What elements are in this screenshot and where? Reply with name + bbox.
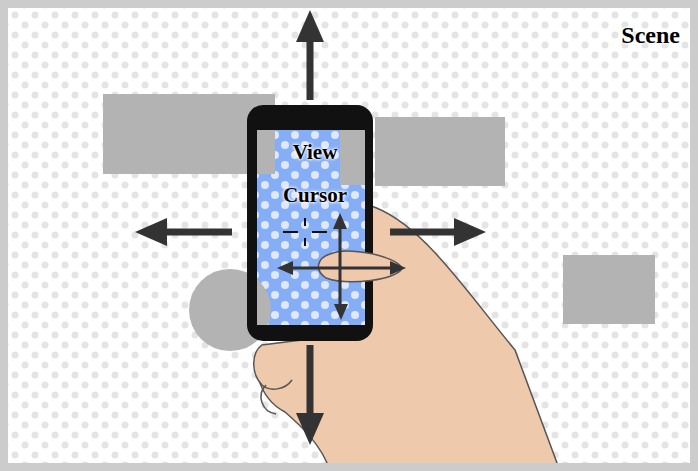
visible-object (340, 130, 365, 185)
phone-screen (257, 130, 365, 325)
finger (261, 385, 276, 414)
crosshair-line (312, 231, 327, 233)
move-arrows (135, 10, 486, 445)
crosshair-line (304, 238, 306, 246)
arrow-head (277, 261, 293, 275)
node-heading: Scene (8, 22, 680, 49)
arrow-shaft (166, 229, 232, 236)
arrow-head (390, 261, 406, 275)
scene-object (563, 255, 655, 324)
node-label: Cursor (257, 183, 373, 208)
finger (254, 345, 292, 389)
scene-object (375, 117, 505, 186)
arrow-head (135, 218, 167, 246)
visible-object (257, 269, 271, 325)
crosshair-line (283, 231, 298, 233)
arrow-head (333, 213, 347, 229)
node-heading: View (257, 140, 373, 165)
cursor-crosshair (283, 218, 327, 246)
arrow-shaft (307, 345, 314, 415)
arrow-head (334, 304, 348, 320)
visible-object (257, 130, 275, 174)
thumb (318, 251, 402, 282)
arrow-head (454, 218, 486, 246)
drag-arrows (277, 213, 406, 320)
arrow-head (296, 413, 324, 445)
arrow-shaft (292, 267, 392, 270)
arrow-shaft (307, 38, 314, 100)
crosshair-line (304, 218, 306, 226)
arrow-head (296, 10, 324, 42)
arrow-shaft (390, 229, 455, 236)
view-screen: ViewCursor (257, 130, 373, 325)
